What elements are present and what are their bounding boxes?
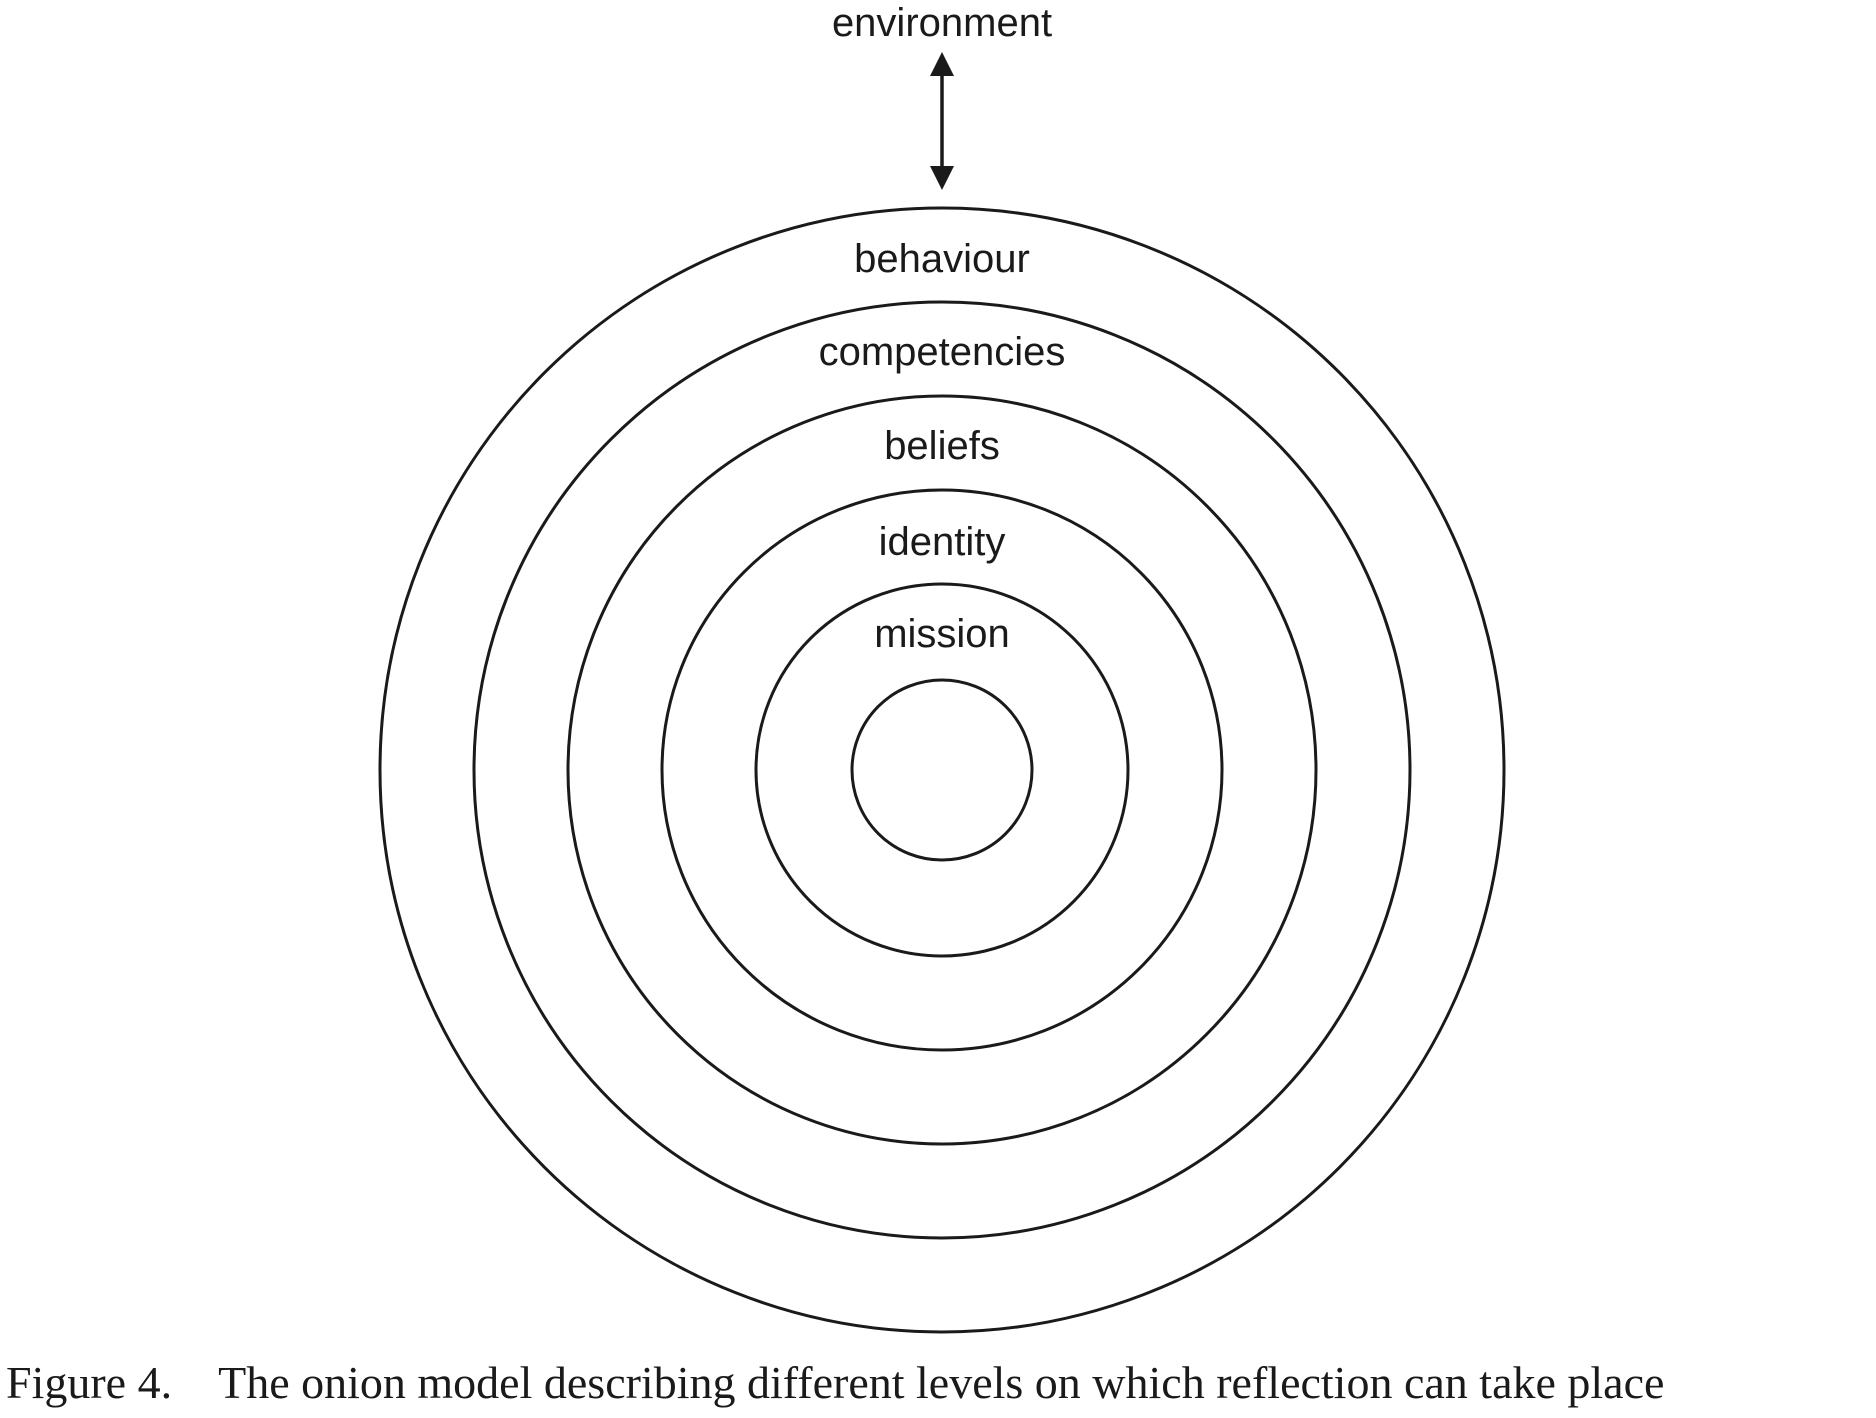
- ring-mission: [754, 582, 1130, 958]
- ring-labels: behaviour competencies beliefs identity …: [819, 237, 1066, 656]
- double-arrow-icon: [930, 52, 954, 190]
- caption-text: The onion model describing different lev…: [218, 1357, 1665, 1408]
- label-competencies: competencies: [819, 330, 1066, 374]
- label-beliefs: beliefs: [884, 424, 1000, 468]
- onion-rings: [378, 206, 1506, 1334]
- environment-label: environment: [832, 1, 1052, 45]
- ring-beliefs: [566, 394, 1318, 1146]
- ring-identity: [660, 488, 1224, 1052]
- label-identity: identity: [879, 520, 1006, 564]
- figure-caption: Figure 4. The onion model describing diff…: [6, 1360, 1872, 1406]
- ring-behaviour: [378, 206, 1506, 1334]
- figure-number: Figure 4.: [6, 1357, 173, 1408]
- label-mission: mission: [874, 612, 1010, 656]
- ring-competencies: [472, 300, 1412, 1240]
- ring-core: [850, 678, 1034, 862]
- label-behaviour: behaviour: [854, 237, 1030, 281]
